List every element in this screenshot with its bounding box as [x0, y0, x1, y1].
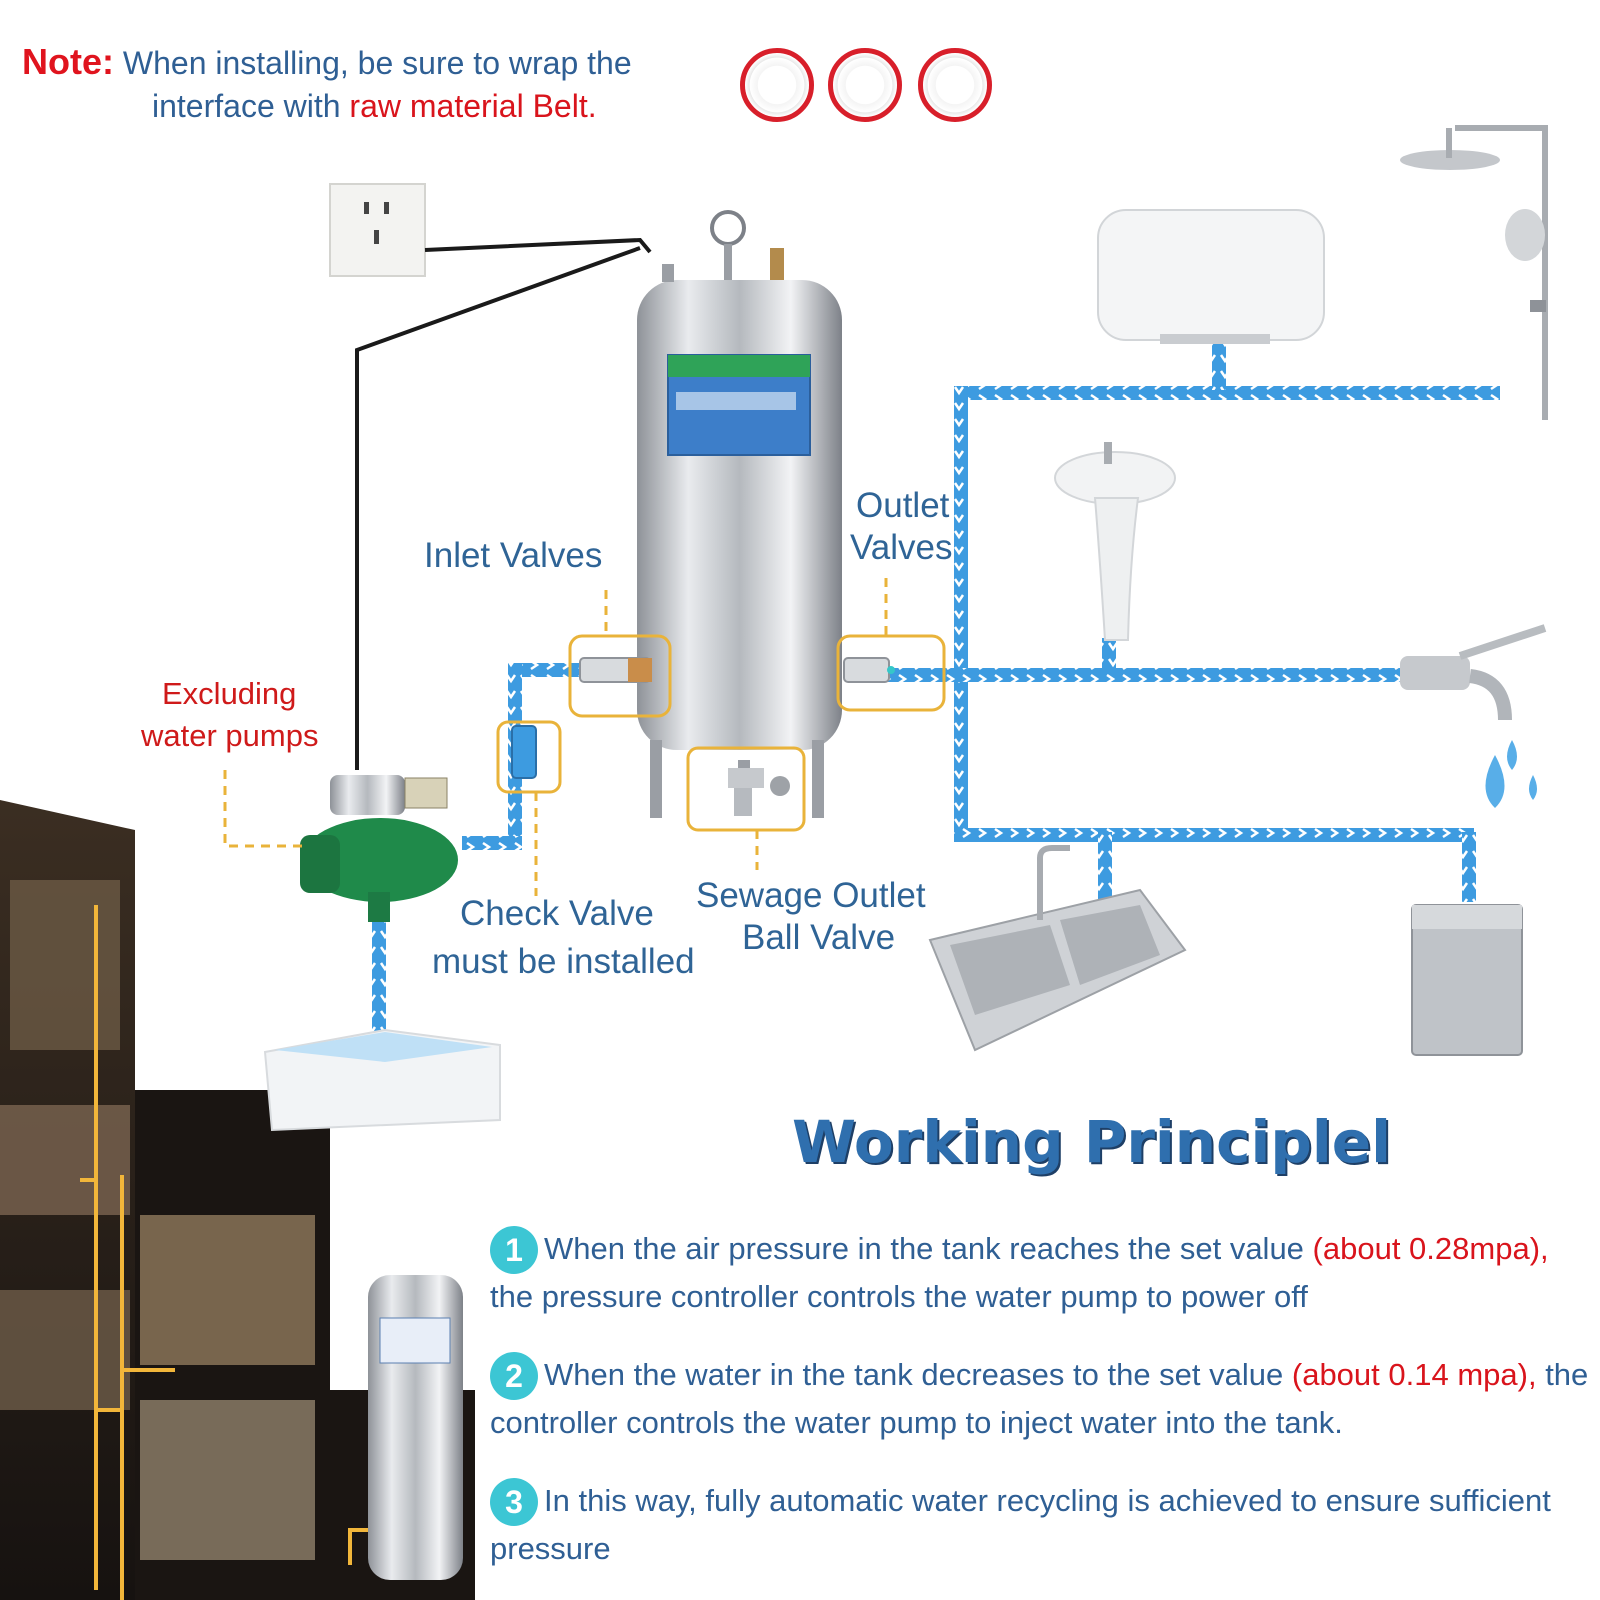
small-tank-icon [368, 1275, 463, 1580]
step-1-red-text: (about 0.28mpa), [1312, 1231, 1549, 1266]
inlet-fitting-icon [628, 658, 652, 682]
step-2-text: When the water in the tank decreases to … [544, 1357, 1292, 1392]
inlet-valves-label: Inlet Valves [424, 536, 603, 575]
water-pipes [372, 340, 1500, 1032]
water-reservoir-icon [263, 1028, 501, 1132]
tape-roll-icon [828, 48, 902, 122]
outlet-valves-label-line1: Outlet [856, 486, 950, 525]
power-cable [355, 237, 652, 770]
check-valve-label-line1: Check Valve [460, 894, 654, 933]
principle-title: Working Principlel [792, 1108, 1391, 1176]
step-number-badge: 1 [490, 1226, 538, 1274]
note-line-2: interface with raw material Belt. [152, 84, 597, 128]
step-2-red-text: (about 0.14 mpa), [1291, 1357, 1537, 1392]
sewage-valve-label-line1: Sewage Outlet [696, 876, 926, 915]
water-pump-icon [300, 775, 458, 922]
note-text-1: When installing, be sure to wrap the [122, 45, 632, 81]
check-valve-label-line2: must be installed [432, 942, 695, 981]
water-heater-icon [1097, 209, 1325, 344]
note-text-2: interface with [152, 88, 350, 124]
leader-lines [223, 578, 888, 896]
tape-roll-icon [918, 48, 992, 122]
pressure-tank [637, 210, 842, 818]
washing-machine-icon [1411, 904, 1523, 1056]
shower-icon [1400, 125, 1548, 420]
step-number-badge: 3 [490, 1478, 538, 1526]
inlet-highlight-box [568, 634, 672, 718]
sewage-valve-label-line2: Ball Valve [742, 918, 896, 957]
step-number-badge: 2 [490, 1352, 538, 1400]
step-1-text: When the air pressure in the tank reache… [544, 1231, 1313, 1266]
check-valve-icon [511, 725, 537, 779]
ball-valve-icon [728, 768, 790, 816]
step-1-text-end: the pressure controller controls the wat… [490, 1279, 1308, 1314]
kitchen-sink-icon [928, 845, 1187, 1052]
outlet-valve-icon [843, 657, 890, 683]
note-text-red: raw material Belt [349, 88, 588, 124]
power-socket-icon [329, 183, 426, 277]
ball-valve-highlight-box [686, 746, 806, 832]
excluding-label-line1: Excluding [162, 676, 297, 711]
note-text-dot: . [587, 88, 597, 124]
note-label: Note: [22, 41, 114, 82]
step-3-text: In this way, fully automatic water recyc… [490, 1483, 1551, 1566]
step-2-text-end: the controller controls the water pump t… [490, 1357, 1589, 1440]
note-line-1: Note: When installing, be sure to wrap t… [22, 40, 632, 85]
outlet-highlight-box [836, 634, 946, 712]
outlet-valves-label-line2: Valves [850, 528, 953, 567]
excluding-label-line2: water pumps [141, 718, 319, 753]
faucet-icon [1400, 624, 1547, 808]
tape-roll-icon [740, 48, 814, 122]
wash-basin-icon [1054, 442, 1176, 641]
check-valve-highlight-box [496, 720, 562, 794]
